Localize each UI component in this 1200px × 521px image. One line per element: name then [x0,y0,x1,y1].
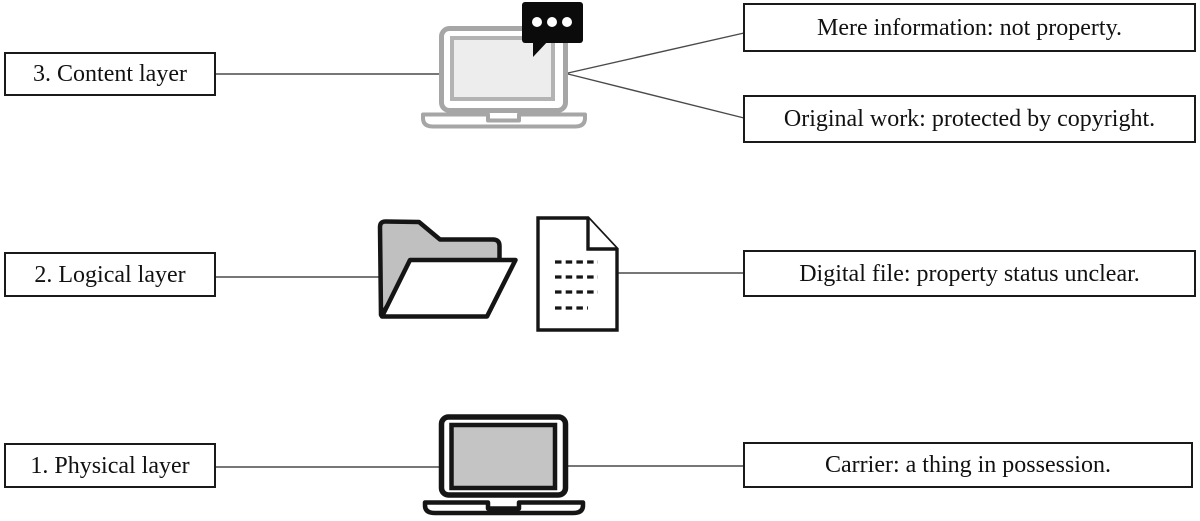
laptop-chat-icon [421,2,587,129]
layer-label-physical: 1. Physical layer [4,443,216,488]
laptop-screen [449,422,558,491]
result-digital-text: Digital file: property status unclear. [799,260,1140,287]
laptop-base [422,500,586,516]
result-box-carrier: Carrier: a thing in possession. [743,442,1193,488]
document-page [536,216,619,332]
laptop-base [421,112,587,129]
result-carrier-text: Carrier: a thing in possession. [825,452,1111,478]
result-mere-text: Mere information: not property. [816,14,1123,41]
open-folder-icon [377,219,518,319]
layer-label-logical-text: 2. Logical layer [34,261,186,288]
layer-label-content-text: 3. Content layer [33,61,187,87]
layer-label-content: 3. Content layer [4,52,216,96]
document-folded-corner [586,218,617,251]
connector-content-icon-to-original [567,73,745,119]
layer-label-physical-text: 1. Physical layer [30,452,190,479]
folder-front [379,257,518,319]
result-box-mere-information: Mere information: not property. [743,3,1196,52]
document-icon [536,216,619,332]
layer-label-logical: 2. Logical layer [4,252,216,297]
document-text-lines [555,260,598,310]
chat-bubble-icon [522,2,583,57]
result-original-text: Original work: protected by copyright. [783,106,1156,132]
connector-content-icon-to-mere [567,32,745,74]
result-box-digital-file: Digital file: property status unclear. [743,250,1196,297]
laptop-icon [422,414,586,516]
result-box-original-work: Original work: protected by copyright. [743,95,1196,143]
